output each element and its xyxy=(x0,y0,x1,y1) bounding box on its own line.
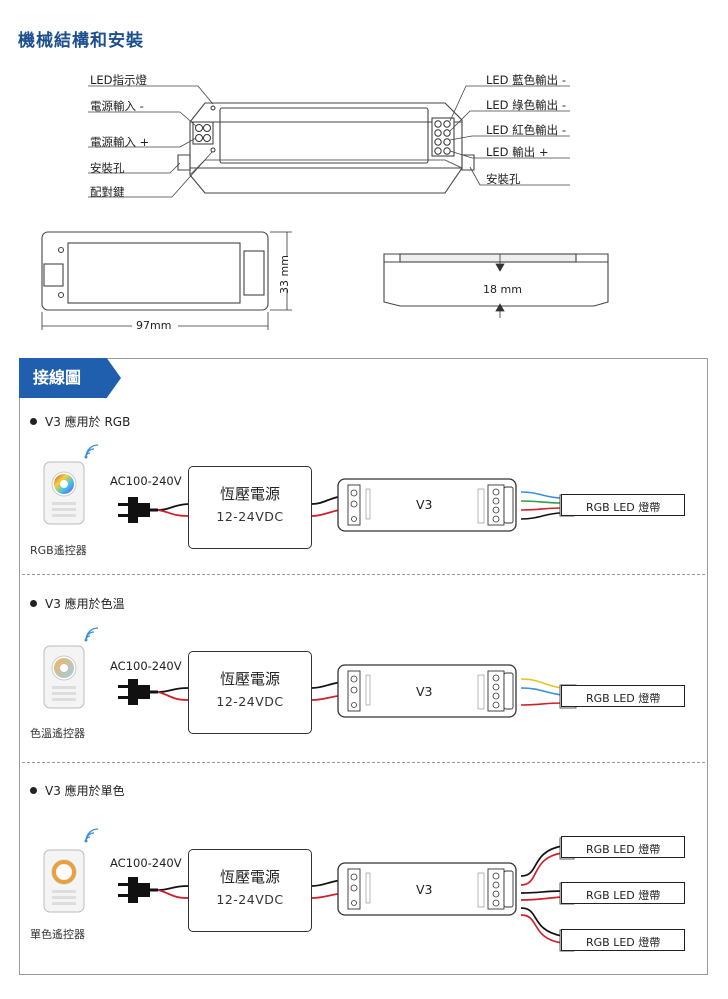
led-strip xyxy=(561,882,685,904)
width-dimension: 97mm xyxy=(136,319,172,332)
label-mounting-hole-right: 安裝孔 xyxy=(486,172,521,186)
psu-voltage: 12-24VDC xyxy=(216,694,284,709)
ac-input-label: AC100-240V xyxy=(110,474,182,488)
psu-voltage: 12-24VDC xyxy=(216,892,284,907)
page-title: 機械結構和安裝 xyxy=(18,31,144,51)
controller-label: V3 xyxy=(416,684,433,699)
led-strip xyxy=(561,836,685,858)
label-green-output: LED 綠色輸出 - xyxy=(486,98,566,112)
label-pairing-key: 配對鍵 xyxy=(90,185,125,199)
led-strip xyxy=(561,685,685,707)
label-red-output: LED 紅色輸出 - xyxy=(486,123,566,137)
section-title-rgb: V3 應用於 RGB xyxy=(30,413,130,430)
label-blue-output: LED 藍色輸出 - xyxy=(486,73,566,87)
wiring-panel xyxy=(19,358,708,975)
bullet-icon xyxy=(30,418,37,425)
led-strip xyxy=(561,929,685,951)
section-title-cct: V3 應用於色溫 xyxy=(30,595,125,612)
depth-dimension: 18 mm xyxy=(483,283,522,296)
ac-input-label: AC100-240V xyxy=(110,856,182,870)
controller-label: V3 xyxy=(416,497,433,512)
psu-voltage: 12-24VDC xyxy=(216,509,284,524)
label-power-input-negative: 電源輸入 - xyxy=(90,99,144,113)
label-power-input-positive: 電源輸入 + xyxy=(90,135,150,149)
power-supply-box: 恆壓電源 12-24VDC xyxy=(188,849,312,932)
led-strip-label: RGB LED 燈帶 xyxy=(586,889,661,902)
bullet-icon xyxy=(30,600,37,607)
bullet-icon xyxy=(30,787,37,794)
section-divider xyxy=(22,574,705,575)
label-led-output-positive: LED 輸出 + xyxy=(486,145,549,159)
psu-title: 恆壓電源 xyxy=(219,485,280,503)
controller-label: V3 xyxy=(416,882,433,897)
led-strip xyxy=(561,494,685,516)
led-strip-label: RGB LED 燈帶 xyxy=(586,843,661,856)
wiring-tab-title: 接線圖 xyxy=(19,358,121,398)
remote-caption-cct: 色溫遙控器 xyxy=(30,727,85,740)
power-supply-box: 恆壓電源 12-24VDC xyxy=(188,466,312,549)
power-supply-box: 恆壓電源 12-24VDC xyxy=(188,651,312,734)
led-strip-label: RGB LED 燈帶 xyxy=(586,501,661,514)
psu-title: 恆壓電源 xyxy=(219,868,280,886)
psu-title: 恆壓電源 xyxy=(219,670,280,688)
label-mounting-hole-left: 安裝孔 xyxy=(90,161,125,175)
led-strip-label: RGB LED 燈帶 xyxy=(586,692,661,705)
section-title-mono: V3 應用於單色 xyxy=(30,782,125,799)
remote-caption-mono: 單色遙控器 xyxy=(30,928,85,941)
label-led-indicator: LED指示燈 xyxy=(90,73,148,87)
led-strip-label: RGB LED 燈帶 xyxy=(586,936,661,949)
section-divider xyxy=(22,762,705,763)
ac-input-label: AC100-240V xyxy=(110,659,182,673)
remote-caption-rgb: RGB遙控器 xyxy=(30,544,87,557)
